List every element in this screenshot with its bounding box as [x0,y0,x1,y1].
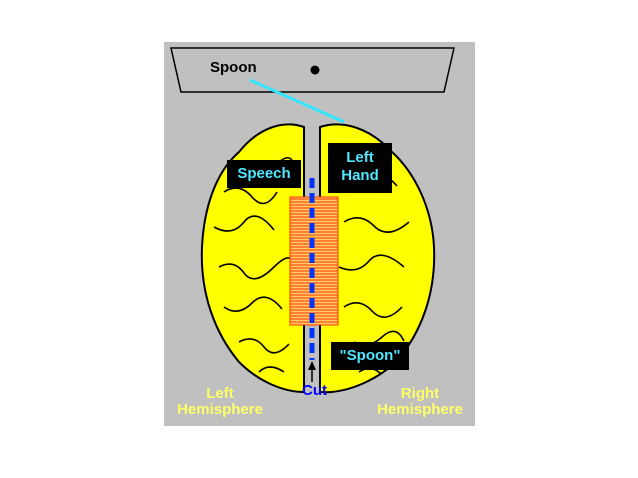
left-hand-label: Left Hand [328,143,392,193]
visual-pathway-line [249,78,345,124]
speech-label: Speech [227,160,301,188]
split-brain-diagram [170,47,455,394]
left-hemisphere [200,123,305,394]
diagram-panel: Spoon Speech Left Hand "Spoon" Cut Left … [164,42,475,426]
left-hemisphere-label: Left Hemisphere [177,385,263,418]
cut-arrow-icon [308,361,316,370]
cut-label: Cut [302,382,327,399]
screen-object-label: Spoon [210,59,257,76]
fixation-dot [310,65,320,75]
spoken-word-label: "Spoon" [331,342,409,370]
right-hemisphere-label: Right Hemisphere [377,385,463,418]
